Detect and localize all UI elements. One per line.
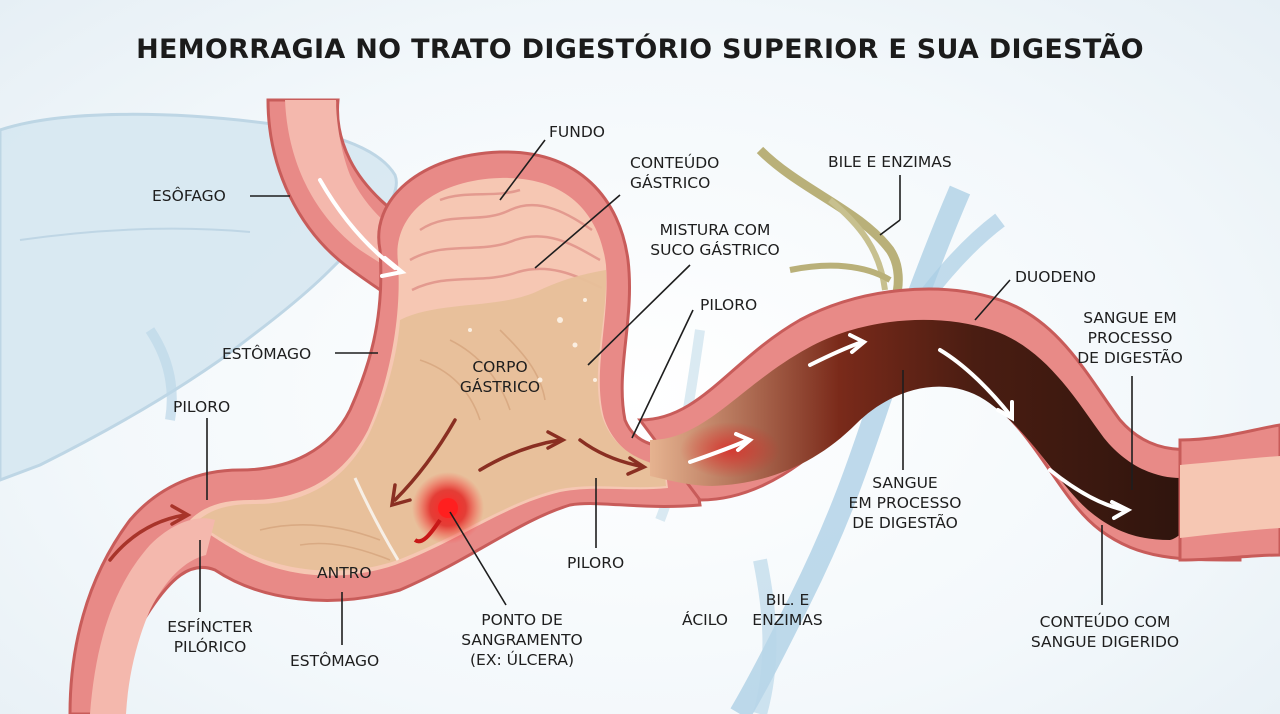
bile-duct-3 (789, 262, 892, 283)
label-esofago: ESÔFAGO (152, 187, 226, 205)
label-ponto-sangramento: PONTO DE SANGRAMENTO (EX: ÚLCERA) (461, 611, 583, 669)
bleeding-site (438, 498, 458, 518)
duodenum-continuation-lumen (1180, 456, 1280, 538)
label-bile-enzimas-top: BILE E ENZIMAS (828, 153, 952, 171)
background-vessel-4 (753, 558, 777, 714)
label-estomago-baixo: ESTÔMAGO (290, 652, 380, 670)
label-sangue-processo-direita: SANGUE EM PROCESSO DE DIGESTÃO (1077, 309, 1183, 367)
liver-lobe-line (19, 227, 251, 241)
label-estomago-esquerda: ESTÔMAGO (222, 345, 312, 363)
label-piloro-top: PILORO (700, 296, 758, 314)
duodenum-contents (650, 319, 1191, 540)
flow-arrows (108, 178, 1133, 562)
label-bil-enzimas-baixo: BIL. E ENZIMAS (752, 591, 823, 629)
leader-lines (199, 139, 1133, 645)
label-conteudo-sangue-digerido: CONTEÚDO COM SANGUE DIGERIDO (1030, 613, 1180, 651)
diagram-title: HEMORRAGIA NO TRATO DIGESTÓRIO SUPERIOR … (136, 34, 1144, 65)
label-esfincter-pilorico: ESFÍNCTER PILÓRICO (167, 618, 253, 656)
label-fundo: FUNDO (549, 123, 605, 141)
label-conteudo-gastrico: CONTEÚDO GÁSTRICO (630, 154, 720, 192)
label-piloro-baixo: PILORO (567, 554, 625, 572)
contents-bubbles (468, 298, 597, 383)
label-corpo-gastrico: CORPO GÁSTRICO (459, 358, 541, 396)
background-vessel-1 (145, 327, 177, 421)
gastric-contents (196, 270, 666, 571)
antrum-boundary (353, 477, 400, 561)
label-acilo: ÁCILO (682, 611, 729, 629)
blood-in-duodenum-glow (680, 422, 780, 478)
label-antro: ANTRO (317, 564, 372, 582)
bile-duct-1 (756, 146, 903, 302)
blood-drip (413, 518, 442, 544)
contents-texture (259, 329, 546, 561)
label-mistura-suco-gastrico: MISTURA COM SUCO GÁSTRICO (650, 221, 780, 259)
label-piloro-esquerda: PILORO (173, 398, 231, 416)
left-bowel-lumen (90, 518, 215, 714)
label-duodeno: DUODENO (1015, 268, 1097, 286)
label-sangue-processo-centro: SANGUE EM PROCESSO DE DIGESTÃO (848, 474, 962, 532)
